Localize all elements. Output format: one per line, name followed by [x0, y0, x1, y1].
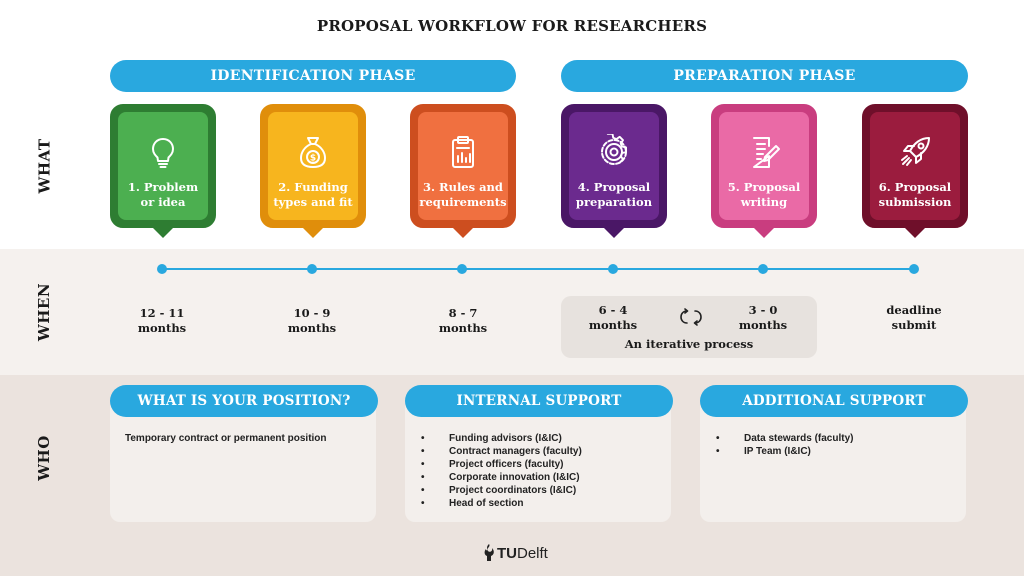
list-item: Project officers (faculty): [421, 458, 582, 471]
list-item: IP Team (I&IC): [716, 445, 853, 458]
flame-icon: [484, 544, 494, 561]
additional-support-list: Data stewards (faculty) IP Team (I&IC): [716, 432, 853, 458]
lightbulb-icon: [152, 138, 174, 168]
iterative-process-box: [561, 296, 817, 358]
document-pen-icon: [753, 137, 780, 168]
timeline-line: [162, 268, 914, 270]
row-label-when: WHEN: [35, 282, 54, 342]
timeline-dot: [758, 264, 768, 274]
identification-phase-header: IDENTIFICATION PHASE: [110, 60, 516, 92]
cycle-arrows-icon: [680, 308, 702, 326]
preparation-phase-header: PREPARATION PHASE: [561, 60, 968, 92]
timeline-dot: [909, 264, 919, 274]
list-item: Contract managers (faculty): [421, 445, 582, 458]
position-box: [110, 398, 376, 522]
row-label-who: WHO: [35, 435, 53, 481]
list-item: Project coordinators (I&IC): [421, 484, 582, 497]
additional-support-box: [700, 398, 966, 522]
clipboard-chart-icon: [452, 136, 474, 168]
timeline-dot: [608, 264, 618, 274]
page-title: PROPOSAL WORKFLOW FOR RESEARCHERS: [316, 17, 708, 35]
list-item: Funding advisors (I&IC): [421, 432, 582, 445]
timeline-dot: [307, 264, 317, 274]
gear-icon: [601, 134, 628, 165]
internal-support-list: Funding advisors (I&IC) Contract manager…: [421, 432, 582, 510]
list-item: Data stewards (faculty): [716, 432, 853, 445]
list-item: Head of section: [421, 497, 582, 510]
position-header: WHAT IS YOUR POSITION?: [110, 385, 378, 417]
iterative-process-label: An iterative process: [624, 337, 754, 351]
rocket-icon: [901, 137, 930, 166]
list-item: Corporate innovation (I&IC): [421, 471, 582, 484]
tudelft-logo: TUDelft: [482, 543, 548, 563]
timeline-dot: [157, 264, 167, 274]
additional-support-header: ADDITIONAL SUPPORT: [700, 385, 968, 417]
internal-support-header: INTERNAL SUPPORT: [405, 385, 673, 417]
money-bag-icon: $: [300, 137, 326, 168]
timeline-dot: [457, 264, 467, 274]
row-label-what: WHAT: [35, 138, 53, 194]
svg-text:$: $: [310, 154, 316, 164]
position-text: Temporary contract or permanent position: [125, 433, 327, 444]
when-band: [0, 249, 1024, 375]
